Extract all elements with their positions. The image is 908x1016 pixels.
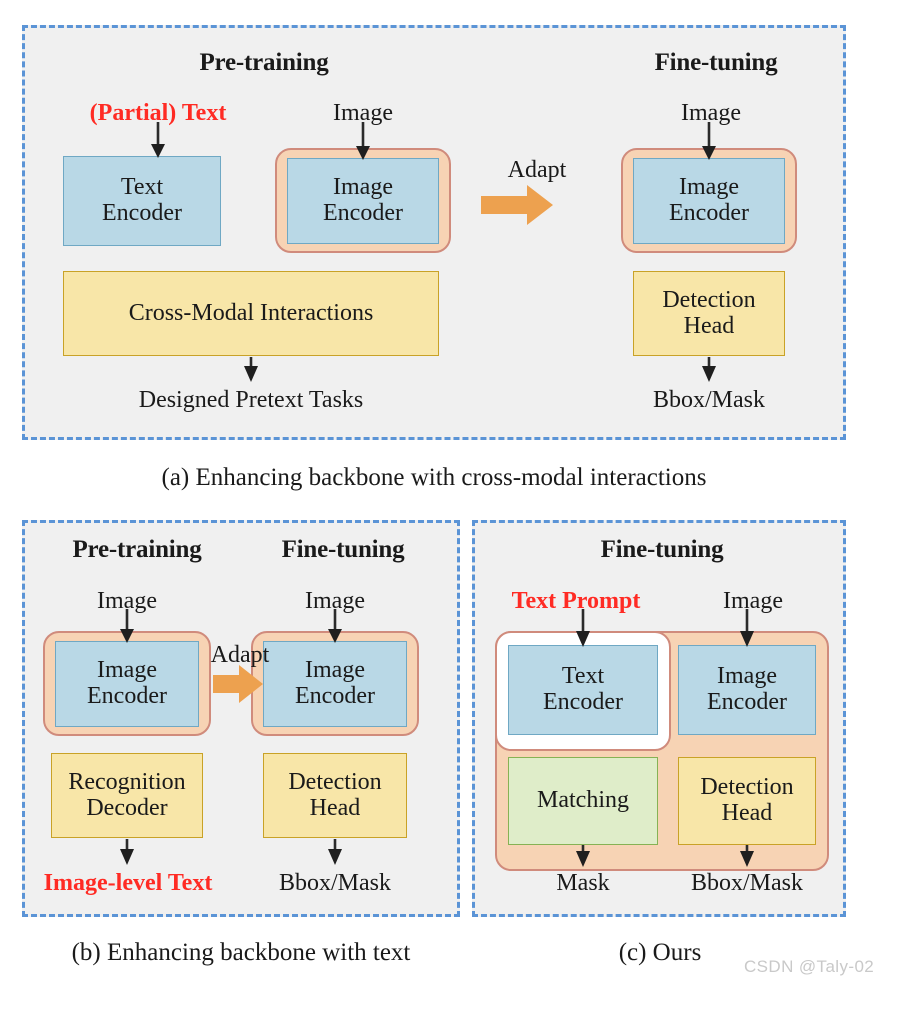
panel-c-text-encoder-line1: Text bbox=[561, 663, 605, 690]
panel-a-adapt-arrow bbox=[481, 185, 553, 225]
panel-a-image-encoder-finetune-line2: Encoder bbox=[669, 200, 749, 226]
panel-b-detection-head-box[interactable]: Detection Head bbox=[263, 753, 407, 838]
panel-c-finetuning-header: Fine-tuning bbox=[600, 536, 724, 563]
panel-a-text-encoder-box[interactable]: Text Encoder bbox=[63, 156, 221, 246]
panel-a-image-encoder-finetune-line1: Image bbox=[679, 174, 739, 201]
panel-b-image-encoder-box-finetune[interactable]: Image Encoder bbox=[263, 641, 407, 727]
panel-c-input-text-prompt: Text Prompt bbox=[511, 588, 641, 614]
panel-b-caption: (b) Enhancing backbone with text bbox=[71, 939, 411, 966]
panel-b-adapt-label: Adapt bbox=[210, 642, 270, 668]
panel-b: Pre-training Fine-tuning Image Image Ima… bbox=[22, 520, 460, 917]
panel-c-detection-head-label: Detection Head bbox=[700, 774, 794, 827]
panel-b-output-bbox-mask: Bbox/Mask bbox=[278, 870, 391, 896]
panel-a-detection-head-box[interactable]: Detection Head bbox=[633, 271, 785, 356]
panel-a-input-partial-text: (Partial) Text bbox=[89, 100, 227, 126]
panel-b-image-encoder-pretrain-label: Image Encoder bbox=[87, 657, 167, 710]
panel-a-input-image-pretrain: Image bbox=[333, 100, 393, 126]
panel-b-image-encoder-pretrain-line1: Image bbox=[97, 657, 157, 684]
panel-a-pretraining-header: Pre-training bbox=[199, 49, 329, 76]
panel-b-image-encoder-finetune-line1: Image bbox=[305, 657, 365, 684]
panel-a-image-encoder-pretrain-label: Image Encoder bbox=[323, 174, 403, 227]
panel-a-text-encoder-label: Text Encoder bbox=[102, 174, 182, 227]
panel-b-detection-head-line1: Detection bbox=[288, 768, 382, 795]
panel-a-detection-head-line1: Detection bbox=[662, 286, 756, 313]
panel-a-text-encoder-line1: Text bbox=[120, 174, 164, 201]
panel-c-input-image: Image bbox=[723, 588, 783, 614]
panel-c-text-encoder-label: Text Encoder bbox=[543, 663, 623, 716]
panel-c-text-encoder-line2: Encoder bbox=[543, 689, 623, 715]
panel-b-recognition-decoder-box[interactable]: Recognition Decoder bbox=[51, 753, 203, 838]
panel-b-arrows bbox=[120, 609, 342, 865]
panel-c-matching-box[interactable]: Matching bbox=[508, 757, 658, 845]
panel-b-detection-head-line2: Head bbox=[309, 794, 361, 821]
panel-a-caption: (a) Enhancing backbone with cross-modal … bbox=[161, 464, 707, 491]
panel-a: Pre-training Fine-tuning (Partial) Text … bbox=[22, 25, 846, 440]
panel-a-adapt-label: Adapt bbox=[507, 157, 567, 183]
panel-c-image-encoder-line2: Encoder bbox=[707, 689, 787, 715]
panel-a-output-pretext-tasks: Designed Pretext Tasks bbox=[138, 387, 364, 413]
panel-a-image-encoder-box-finetune[interactable]: Image Encoder bbox=[633, 158, 785, 244]
panel-c-detection-head-line2: Head bbox=[721, 800, 773, 826]
panel-b-recognition-decoder-label: Recognition Decoder bbox=[68, 768, 186, 822]
panel-a-image-encoder-pretrain-line2: Encoder bbox=[323, 200, 403, 226]
panel-a-text-encoder-line2: Encoder bbox=[102, 200, 182, 226]
panel-c-output-mask: Mask bbox=[556, 870, 610, 896]
panel-b-output-image-level-text: Image-level Text bbox=[43, 870, 213, 896]
panel-a-finetuning-header: Fine-tuning bbox=[654, 49, 778, 76]
panel-c-image-encoder-line1: Image bbox=[717, 663, 777, 690]
panel-a-image-encoder-finetune-label: Image Encoder bbox=[669, 174, 749, 227]
panel-a-cross-modal-interactions-label: Cross-Modal Interactions bbox=[128, 299, 374, 326]
panel-a-input-image-finetune: Image bbox=[681, 100, 741, 126]
panel-c: Fine-tuning Text Prompt Image Text Encod… bbox=[472, 520, 846, 917]
panel-b-recognition-decoder-line2: Decoder bbox=[86, 794, 168, 821]
panel-c-caption: (c) Ours bbox=[618, 939, 702, 966]
panel-c-matching-label: Matching bbox=[537, 787, 629, 814]
panel-b-image-encoder-box-pretrain[interactable]: Image Encoder bbox=[55, 641, 199, 727]
panel-b-pretraining-header: Pre-training bbox=[72, 536, 202, 563]
panel-b-recognition-decoder-line1: Recognition bbox=[68, 768, 186, 795]
panel-c-image-encoder-label: Image Encoder bbox=[707, 663, 787, 716]
panel-b-finetuning-header: Fine-tuning bbox=[281, 536, 405, 563]
panel-a-image-encoder-box-pretrain[interactable]: Image Encoder bbox=[287, 158, 439, 244]
panel-c-image-encoder-box[interactable]: Image Encoder bbox=[678, 645, 816, 735]
watermark: CSDN @Taly-02 bbox=[744, 957, 875, 976]
panel-b-detection-head-label: Detection Head bbox=[288, 768, 382, 822]
panel-a-image-encoder-pretrain-line1: Image bbox=[333, 174, 393, 201]
panel-b-image-encoder-finetune-label: Image Encoder bbox=[295, 657, 375, 710]
panel-a-detection-head-line2: Head bbox=[683, 312, 735, 339]
panel-a-detection-head-label: Detection Head bbox=[662, 286, 756, 340]
panel-c-arrows bbox=[576, 609, 754, 867]
panel-a-arrows bbox=[151, 122, 716, 382]
panel-b-image-encoder-finetune-line2: Encoder bbox=[295, 683, 375, 709]
panel-c-detection-head-box[interactable]: Detection Head bbox=[678, 757, 816, 845]
panel-a-output-bbox-mask: Bbox/Mask bbox=[652, 387, 765, 413]
panel-b-adapt-arrow bbox=[213, 665, 263, 703]
panel-c-output-bbox-mask: Bbox/Mask bbox=[690, 870, 803, 896]
panel-c-detection-head-line1: Detection bbox=[700, 774, 794, 801]
panel-b-image-encoder-pretrain-line2: Encoder bbox=[87, 683, 167, 709]
panel-a-cross-modal-interactions-box[interactable]: Cross-Modal Interactions bbox=[63, 271, 439, 356]
